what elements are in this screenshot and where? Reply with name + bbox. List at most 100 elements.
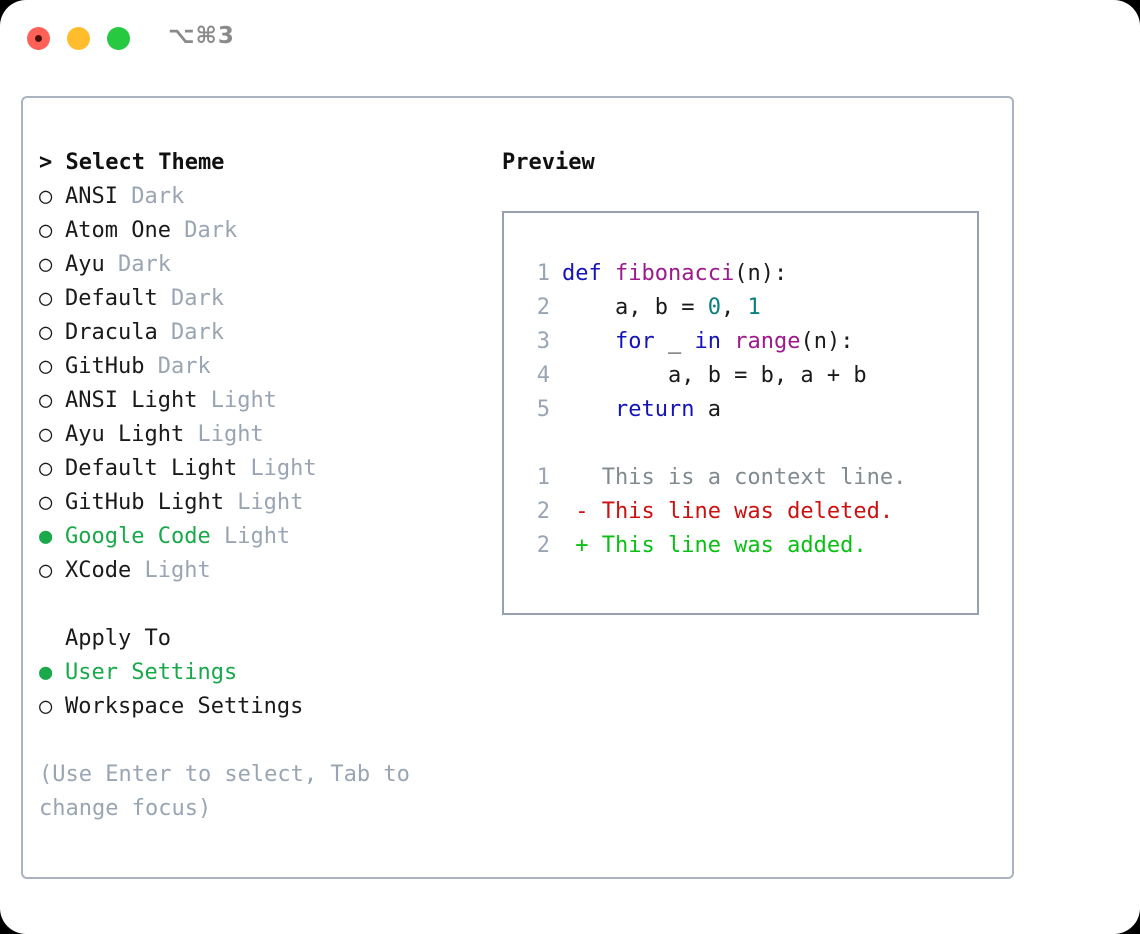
radio-unselected-icon: ○ xyxy=(39,184,53,209)
apply-to-option-list[interactable]: ●User Settings ○ Workspace Settings xyxy=(39,656,489,724)
line-number: 3 xyxy=(536,329,550,354)
diff-line-ctx: 1 This is a context line. xyxy=(504,461,977,495)
code-token-txt: a, b = b, a + b xyxy=(562,363,867,388)
line-number: 1 xyxy=(536,261,550,286)
diff-line-text: + This line was added. xyxy=(562,533,867,558)
theme-variant-badge: Light xyxy=(144,558,211,583)
radio-unselected-icon: ○ xyxy=(39,558,53,583)
code-token-fn: fibonacci xyxy=(614,261,735,286)
theme-variant-badge: Dark xyxy=(170,320,224,345)
window-minimize-button[interactable] xyxy=(67,27,90,50)
diff-sample: 1 This is a context line.2 - This line w… xyxy=(504,461,977,563)
theme-variant-badge: Light xyxy=(210,388,277,413)
theme-option-label: Ayu Light xyxy=(65,422,198,447)
apply-to-option-user-settings[interactable]: ●User Settings xyxy=(39,656,489,690)
window-maximize-button[interactable] xyxy=(107,27,130,50)
code-token-txt: _ xyxy=(654,329,695,354)
code-token-fn: range xyxy=(734,329,801,354)
code-token-txt xyxy=(562,329,615,354)
diff-line-del: 2 - This line was deleted. xyxy=(504,495,977,529)
code-spacer xyxy=(504,427,977,461)
theme-option-list[interactable]: ○ANSI Dark○Atom One Dark○Ayu Dark○Defaul… xyxy=(39,180,489,588)
theme-option-label: Default Light xyxy=(65,456,251,481)
diff-line-text: This is a context line. xyxy=(562,465,907,490)
code-token-kw: in xyxy=(694,329,721,354)
apply-to-heading: Apply To xyxy=(65,626,171,651)
code-token-punc: (n): xyxy=(734,261,788,286)
radio-unselected-icon: ○ xyxy=(39,354,53,379)
radio-unselected-icon: ○ xyxy=(39,694,53,719)
theme-option-label: Google Code xyxy=(65,524,224,549)
theme-variant-badge: Light xyxy=(223,524,291,549)
radio-unselected-icon: ○ xyxy=(39,218,53,243)
window-close-button[interactable] xyxy=(27,27,50,50)
keyboard-shortcut-label: ⌥⌘3 xyxy=(168,23,235,49)
theme-variant-badge: Light xyxy=(237,490,304,515)
theme-option-ayu-light[interactable]: ○ Ayu Light Light xyxy=(39,418,489,452)
line-number: 4 xyxy=(536,363,550,388)
line-number: 2 xyxy=(536,499,550,524)
diff-line-add: 2 + This line was added. xyxy=(504,529,977,563)
line-number: 2 xyxy=(536,295,550,320)
code-token-kw: for xyxy=(614,329,655,354)
radio-unselected-icon: ○ xyxy=(39,252,53,277)
theme-option-dracula[interactable]: ○ Dracula Dark xyxy=(39,316,489,350)
code-line: 4 a, b = b, a + b xyxy=(504,359,977,393)
keyboard-hint-text: (Use Enter to select, Tab to change focu… xyxy=(39,762,410,821)
code-token-num: 0 xyxy=(707,295,721,320)
theme-option-google-code[interactable]: ●Google Code Light xyxy=(39,520,489,554)
theme-option-label: Dracula xyxy=(65,320,171,345)
theme-option-github-light[interactable]: ○ GitHub Light Light xyxy=(39,486,489,520)
theme-option-default-light[interactable]: ○Default Light Light xyxy=(39,452,489,486)
line-number: 5 xyxy=(536,397,550,422)
code-token-txt xyxy=(562,397,615,422)
apply-to-option-label: User Settings xyxy=(65,660,238,685)
code-token-kw: def xyxy=(562,261,615,286)
code-line: 1 def fibonacci(n): xyxy=(504,257,977,291)
apply-to-section: Apply To ●User Settings ○ Workspace Settin… xyxy=(39,622,489,724)
theme-option-ayu[interactable]: ○Ayu Dark xyxy=(39,248,489,282)
code-token-num: 1 xyxy=(747,295,761,320)
theme-option-ansi-light[interactable]: ○ ANSI Light Light xyxy=(39,384,489,418)
theme-variant-badge: Dark xyxy=(131,184,185,209)
theme-option-label: ANSI xyxy=(65,184,132,209)
code-token-txt xyxy=(721,329,734,354)
theme-option-xcode[interactable]: ○XCode Light xyxy=(39,554,489,588)
code-token-txt: , xyxy=(720,295,748,320)
theme-option-atom-one[interactable]: ○Atom One Dark xyxy=(39,214,489,248)
radio-unselected-icon: ○ xyxy=(39,320,53,345)
theme-option-label: GitHub Light xyxy=(65,490,238,515)
code-line: 3 for _ in range(n): xyxy=(504,325,977,359)
apply-to-option-label: Workspace Settings xyxy=(65,694,304,719)
theme-variant-badge: Dark xyxy=(117,252,171,277)
code-token-punc: (n): xyxy=(800,329,854,354)
theme-selector-column: > Select Theme ○ANSI Dark○Atom One Dark○… xyxy=(39,146,489,826)
code-line: 5 return a xyxy=(504,393,977,427)
line-number: 2 xyxy=(536,533,550,558)
theme-variant-badge: Light xyxy=(197,422,264,447)
radio-unselected-icon: ○ xyxy=(39,286,53,311)
radio-unselected-icon: ○ xyxy=(39,388,53,413)
diff-line-text: - This line was deleted. xyxy=(562,499,894,524)
theme-option-ansi[interactable]: ○ ANSI Dark xyxy=(39,180,489,214)
radio-unselected-icon: ○ xyxy=(39,422,53,447)
theme-option-github[interactable]: ○ GitHub Dark xyxy=(39,350,489,384)
apply-to-option-workspace-settings[interactable]: ○ Workspace Settings xyxy=(39,690,489,724)
line-number: 1 xyxy=(536,465,550,490)
theme-option-default[interactable]: ○Default Dark xyxy=(39,282,489,316)
preview-heading: Preview xyxy=(502,150,595,175)
code-token-txt: a, b = xyxy=(562,295,708,320)
theme-variant-badge: Dark xyxy=(170,286,224,311)
theme-option-label: Atom One xyxy=(65,218,185,243)
radio-unselected-icon: ○ xyxy=(39,490,53,515)
code-token-txt: a xyxy=(694,397,721,422)
theme-option-label: GitHub xyxy=(65,354,158,379)
theme-variant-badge: Dark xyxy=(157,354,211,379)
code-line: 2 a, b = 0, 1 xyxy=(504,291,977,325)
theme-option-label: ANSI Light xyxy=(65,388,211,413)
title-bar: ⌥⌘3 xyxy=(0,0,1140,78)
radio-unselected-icon: ○ xyxy=(39,456,53,481)
